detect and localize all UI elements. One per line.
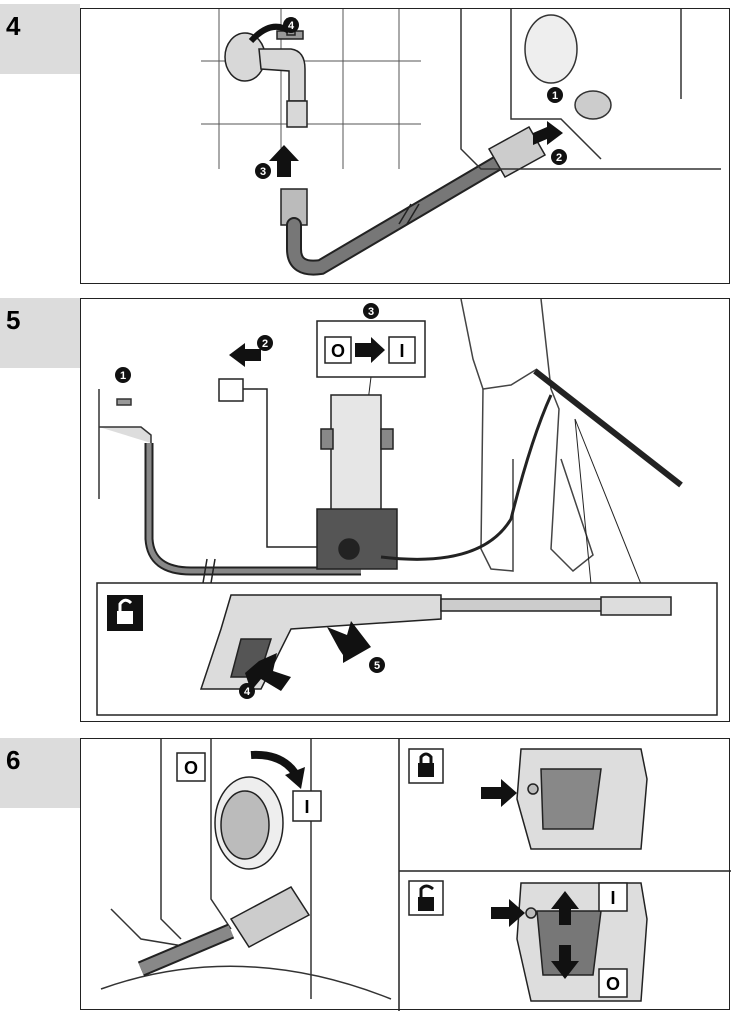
- trigger-on-symbol-box: [598, 882, 628, 912]
- svg-text:1: 1: [552, 90, 558, 102]
- svg-text:4: 4: [288, 20, 295, 32]
- machine-coupling: [487, 125, 547, 179]
- push-arrow-icon: [533, 121, 563, 145]
- callout-2: 2: [257, 335, 273, 351]
- spray-gun-handle-locked: [516, 748, 648, 850]
- callout-2: 2: [551, 149, 567, 165]
- step-4-illustration: 4 3 1 2: [201, 9, 721, 276]
- callout-3: 3: [363, 303, 379, 319]
- svg-text:2: 2: [556, 152, 562, 164]
- svg-text:2: 2: [262, 338, 268, 350]
- up-arrow-icon: [551, 891, 579, 925]
- svg-text:3: 3: [368, 306, 374, 318]
- svg-text:4: 4: [244, 686, 251, 698]
- press-arrow-icon: [245, 653, 291, 691]
- step-number-5: 5: [0, 298, 80, 368]
- machine-body: [460, 9, 721, 170]
- svg-text:I: I: [399, 341, 404, 361]
- wall-tiles: [201, 9, 421, 169]
- callout-3: 3: [255, 163, 271, 179]
- step-6-illustration: O I I O: [100, 739, 731, 1011]
- step-6-panel: O I I O: [80, 738, 731, 1011]
- step-5-illustration: O I 1 2 3: [96, 299, 718, 716]
- push-lock-arrow-icon: [481, 779, 517, 807]
- pressure-washer: [316, 394, 398, 570]
- down-arrow-icon: [551, 945, 579, 979]
- svg-text:5: 5: [374, 660, 380, 672]
- switch-on-symbol-box: [388, 336, 416, 364]
- trigger-off-symbol-box: [598, 968, 628, 998]
- hose-coupling: [137, 886, 311, 977]
- right-arrow-icon: [355, 337, 385, 363]
- up-arrow-icon: [269, 145, 299, 177]
- callout-1: 1: [547, 87, 563, 103]
- left-arrow-icon: [229, 343, 261, 367]
- water-tap: [224, 18, 308, 128]
- switch-closeup: [100, 739, 392, 1000]
- lock-closed-icon: [418, 763, 434, 777]
- callout-1: 1: [115, 367, 131, 383]
- rotate-arrow-icon: [250, 750, 299, 776]
- svg-text:O: O: [606, 974, 620, 994]
- callout-4: 4: [239, 683, 255, 699]
- wall-tap: [98, 389, 152, 499]
- lock-open-icon: [418, 897, 434, 911]
- callout-4: 4: [283, 17, 299, 33]
- operator-figure: [460, 299, 594, 573]
- step-number-4: 4: [0, 4, 80, 74]
- switch-on-symbol-box: [292, 790, 322, 822]
- spray-wand: [533, 368, 683, 488]
- svg-text:1: 1: [120, 370, 126, 382]
- step-4-panel: 4 3 1 2: [80, 8, 730, 284]
- trigger-arrow-icon: [327, 621, 371, 663]
- svg-text:O: O: [184, 758, 198, 778]
- svg-text:I: I: [304, 797, 309, 817]
- push-unlock-arrow-icon: [491, 899, 525, 927]
- svg-text:I: I: [610, 888, 615, 908]
- svg-text:3: 3: [260, 166, 266, 178]
- switch-off-symbol-box: [324, 336, 352, 364]
- switch-off-symbol-box: [176, 752, 206, 782]
- power-cord: [243, 388, 317, 548]
- callout-5: 5: [369, 657, 385, 673]
- svg-text:O: O: [331, 341, 345, 361]
- power-socket-icon: [218, 378, 244, 402]
- step-number-6: 6: [0, 738, 80, 808]
- step-5-panel: O I 1 2 3: [80, 298, 730, 722]
